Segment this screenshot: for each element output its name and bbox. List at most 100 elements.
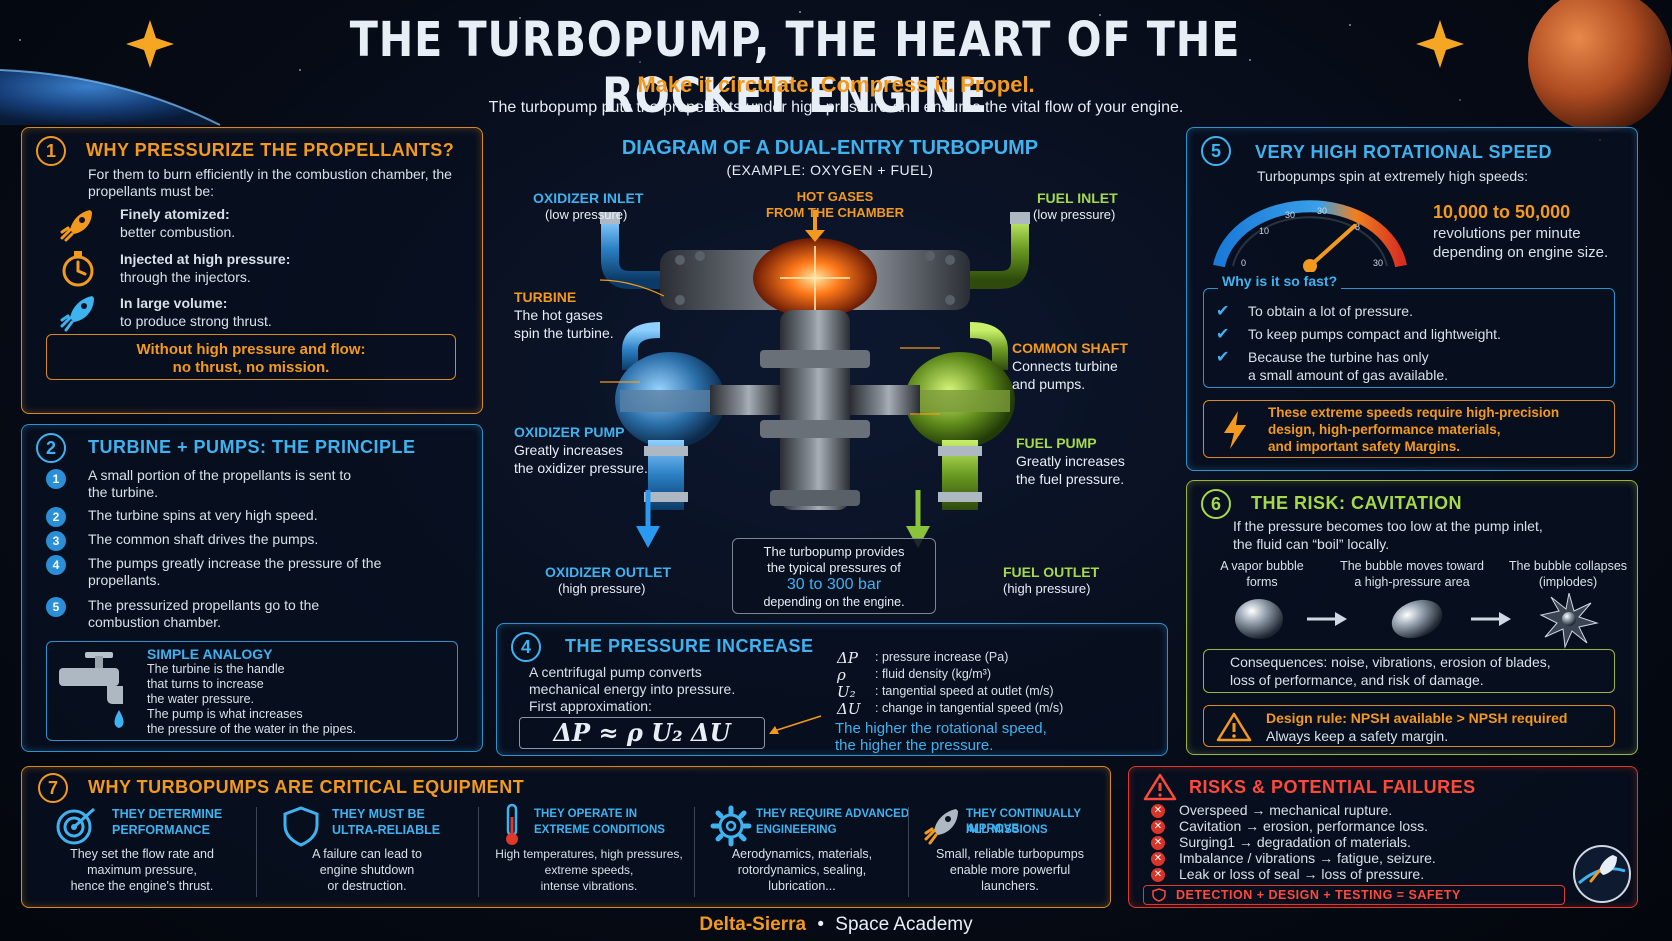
divider	[908, 807, 909, 897]
analogy-box: SIMPLE ANALOGY The turbine is the handle…	[46, 641, 458, 741]
item-desc: through the injectors.	[120, 269, 251, 285]
legend-desc: : tangential speed at outlet (m/s)	[875, 684, 1054, 698]
callout-box: Without high pressure and flow: no thrus…	[46, 334, 456, 380]
diagram-subtitle: (EXAMPLE: OXYGEN + FUEL)	[726, 162, 934, 178]
step-text: The pressurized propellants go to the co…	[88, 597, 320, 630]
reason-item: a small amount of gas available.	[1248, 367, 1448, 383]
thermometer-icon	[506, 803, 518, 845]
section-intro: If the pressure becomes too low at the p…	[1233, 518, 1543, 534]
legend-desc: : pressure increase (Pa)	[875, 650, 1009, 664]
consequences-text: loss of performance, and risk of damage.	[1230, 672, 1484, 688]
hot-gases-label: HOT GASES	[796, 189, 874, 204]
fuel-inlet-pipe	[960, 218, 1029, 289]
analogy-line: The pump is what increases	[147, 707, 303, 721]
stage-label: (implodes)	[1538, 575, 1598, 589]
stage-label: The bubble collapses	[1508, 559, 1628, 573]
pressure-note: The turbopump provides	[763, 544, 905, 559]
check-icon: ✔	[1216, 326, 1230, 343]
analogy-line: that turns to increase	[147, 677, 264, 691]
page-title: THE TURBOPUMP, THE HEART OF THE ROCKET E…	[349, 12, 1241, 124]
check-icon: ✔	[1216, 349, 1230, 366]
gauge-tick-label: 30	[1285, 210, 1295, 220]
pressure-value: 30 to 300 bar	[786, 576, 882, 593]
design-rule-box: Design rule: NPSH available > NPSH requi…	[1203, 705, 1615, 747]
faucet-icon	[59, 652, 124, 728]
turbine-desc: spin the turbine.	[514, 325, 614, 341]
stage-label: forms	[1246, 575, 1278, 589]
check-icon: ✔	[1216, 303, 1230, 320]
warning-text: design, high-performance materials,	[1268, 422, 1501, 437]
col-desc: engine shutdown	[319, 863, 415, 877]
x-circle-icon: ✕	[1151, 804, 1165, 818]
lightning-icon	[1224, 411, 1246, 449]
col-desc: intense vibrations.	[540, 879, 638, 893]
arrow-right-icon	[1471, 612, 1511, 626]
step-text: A small portion of the propellants is se…	[88, 467, 352, 500]
legend-symbol: ΔU	[837, 700, 861, 718]
footer-brand: Delta-Sierra	[699, 914, 807, 935]
section-number: 7	[38, 773, 68, 803]
turbopump-diagram	[600, 210, 1030, 548]
why-fast-box: Why is it so fast? ✔ To obtain a lot of …	[1203, 273, 1615, 388]
moving-bubble-icon	[1391, 599, 1443, 639]
cavitation-stages	[1235, 593, 1599, 649]
section-number: 2	[36, 433, 66, 463]
col-desc: rotordynamics, sealing,	[737, 863, 867, 877]
safety-text: DETECTION + DESIGN + TESTING = SAFETY	[1176, 888, 1461, 902]
col-desc: Small, reliable turbopumps	[936, 847, 1084, 861]
stage-label: a high-pressure area	[1354, 575, 1470, 589]
gauge-tick-label: 10	[1259, 226, 1269, 236]
callout-line: no thrust, no mission.	[172, 359, 330, 376]
col-title: PERFORMANCE	[112, 823, 210, 837]
analogy-line: the pressure of the water in the pipes.	[147, 722, 357, 736]
section-pressure-increase: 4 THE PRESSURE INCREASE A centrifugal pu…	[496, 623, 1168, 756]
legend-desc: : fluid density (kg/m³)	[875, 667, 992, 681]
section-turbine-pumps: 2 TURBINE + PUMPS: THE PRINCIPLE 1 A sma…	[21, 424, 483, 752]
vapor-bubble-icon	[1235, 599, 1283, 639]
page-subtitle: Make it circulate. Compress it. Propel.	[637, 72, 1035, 97]
step-number: 3	[46, 531, 66, 551]
shaft-label: COMMON SHAFT	[1012, 340, 1128, 356]
footer: Delta-Sierra • Space Academy	[0, 914, 1672, 938]
x-circle-icon: ✕	[1151, 836, 1165, 850]
section-title: WHY TURBOPUMPS ARE CRITICAL EQUIPMENT	[88, 777, 525, 797]
col-desc: maximum pressure,	[87, 863, 197, 877]
shaft-desc: and pumps.	[1012, 376, 1086, 392]
oxidizer-inlet-label: OXIDIZER INLET	[533, 190, 644, 206]
step-number: 1	[46, 469, 66, 489]
design-rule-sub: Always keep a safety margin.	[1266, 728, 1449, 744]
conclusion: The higher the rotational speed,	[835, 720, 1047, 737]
shield-icon	[283, 806, 319, 847]
section-title: THE RISK: CAVITATION	[1251, 493, 1462, 513]
rocket-launch-icon	[924, 809, 958, 845]
x-circle-icon: ✕	[1151, 852, 1165, 866]
col-title: ENGINEERING	[756, 824, 837, 836]
divider	[694, 807, 695, 897]
reason-item: To keep pumps compact and lightweight.	[1248, 326, 1501, 342]
col-desc: or destruction.	[327, 879, 407, 893]
x-circle-icon: ✕	[1151, 868, 1165, 882]
item-desc: to produce strong thrust.	[120, 313, 272, 329]
gear-icon	[710, 805, 752, 847]
col-desc: hence the engine's thrust.	[70, 879, 214, 893]
page-description: The turbopump puts the propellants under…	[488, 99, 1184, 116]
col-desc: launchers.	[981, 879, 1039, 893]
common-shaft	[780, 310, 850, 510]
gauge-tick-label: 30	[1373, 258, 1383, 268]
col-title: THEY DETERMINE	[112, 807, 223, 821]
section-rotational-speed: 5 VERY HIGH ROTATIONAL SPEED Turbopumps …	[1186, 127, 1638, 471]
gauge-needle	[1308, 223, 1357, 268]
formula-arrow	[769, 715, 822, 734]
stopwatch-icon	[62, 251, 94, 287]
speed-desc: depending on engine size.	[1433, 244, 1609, 261]
col-title: ULTRA-RELIABLE	[332, 823, 441, 837]
analogy-line: The turbine is the handle	[147, 662, 285, 676]
footer-separator: •	[817, 914, 824, 935]
collapsing-bubble-icon	[1539, 593, 1599, 649]
oxidizer-pump-desc: Greatly increases	[514, 442, 623, 458]
risk-item: Imbalance / vibrations → fatigue, seizur…	[1179, 850, 1436, 866]
star-right-icon	[1416, 20, 1464, 68]
earth-planet	[0, 70, 220, 125]
warning-triangle-icon	[1216, 712, 1252, 742]
step-number: 5	[46, 597, 66, 617]
